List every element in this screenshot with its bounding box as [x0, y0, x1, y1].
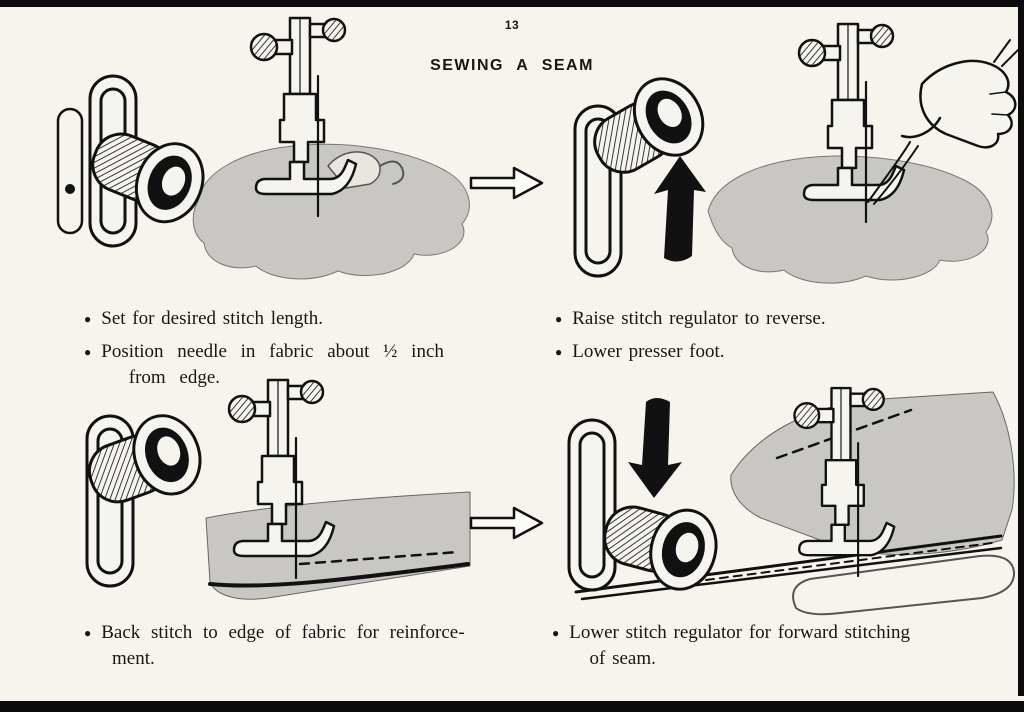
right-arrow-icon: [469, 166, 544, 200]
right-arrow-icon: [469, 506, 544, 540]
scan-edge-right: [1018, 0, 1024, 696]
illustration-set-stitch-length: [56, 16, 470, 280]
fabric: [192, 143, 470, 280]
list-item: ● Lower presser foot.: [555, 339, 1005, 365]
needle-plate: [792, 554, 1016, 616]
fabric: [707, 155, 993, 284]
down-arrow-icon: [628, 398, 682, 498]
page-title: SEWING A SEAM: [430, 57, 594, 74]
illustration-raise-regulator-reverse: [573, 22, 1018, 284]
instruction-list-bottom-right: ● Lower stitch regulator for forward sti…: [552, 620, 1012, 679]
scan-edge-top: [0, 0, 1024, 7]
illustration-back-stitch: [76, 378, 471, 600]
seam: [574, 534, 1003, 601]
scan-edge-bottom: [0, 701, 1024, 712]
list-item: ● Raise stitch regulator to reverse.: [555, 306, 1005, 332]
instruction-text: Position needle in fabric about ½ inch f…: [101, 341, 444, 388]
page-number: 13: [504, 18, 520, 32]
regulator-slot-icon: [567, 418, 617, 592]
presser-foot-and-needle: [249, 16, 358, 218]
bullet-icon: ●: [552, 626, 560, 640]
instruction-text: Lower presser foot.: [572, 341, 725, 362]
bullet-icon: ●: [84, 626, 92, 640]
instruction-text: Raise stitch regulator to reverse.: [572, 308, 826, 329]
bullet-icon: ●: [84, 345, 92, 359]
thread-line: [873, 145, 919, 205]
bullet-icon: ●: [555, 345, 563, 359]
fabric: [730, 391, 1015, 556]
list-item: ● Position needle in fabric about ½ inch…: [84, 339, 534, 391]
instruction-list-top-right: ● Raise stitch regulator to reverse. ● L…: [555, 306, 1005, 372]
instruction-list-bottom-left: ● Back stitch to edge of fabric for rein…: [84, 620, 539, 679]
stitch-dashes: [705, 542, 993, 581]
up-arrow-icon: [654, 156, 706, 262]
fabric-edge: [208, 562, 470, 588]
hand-holding-thread: [867, 39, 1018, 205]
presser-foot-and-needle: [797, 22, 906, 224]
list-item: ● Back stitch to edge of fabric for rein…: [84, 620, 539, 672]
instruction-text: Back stitch to edge of fabric for reinfo…: [101, 622, 465, 669]
list-item: ● Set for desired stitch length.: [84, 306, 534, 332]
list-item: ● Lower stitch regulator for forward sti…: [552, 620, 1012, 672]
bullet-icon: ●: [84, 312, 92, 326]
bullet-icon: ●: [555, 312, 563, 326]
instruction-list-top-left: ● Set for desired stitch length. ● Posit…: [84, 306, 534, 398]
thread-line: [867, 141, 911, 203]
presser-foot-and-needle: [227, 378, 336, 580]
stitch-dashes: [298, 550, 460, 566]
illustration-forward-stitching: [567, 386, 1016, 616]
instruction-text: Set for desired stitch length.: [101, 308, 323, 329]
instruction-text: Lower stitch regulator for forward stitc…: [569, 622, 911, 669]
slider-slot-icon: [56, 107, 84, 235]
